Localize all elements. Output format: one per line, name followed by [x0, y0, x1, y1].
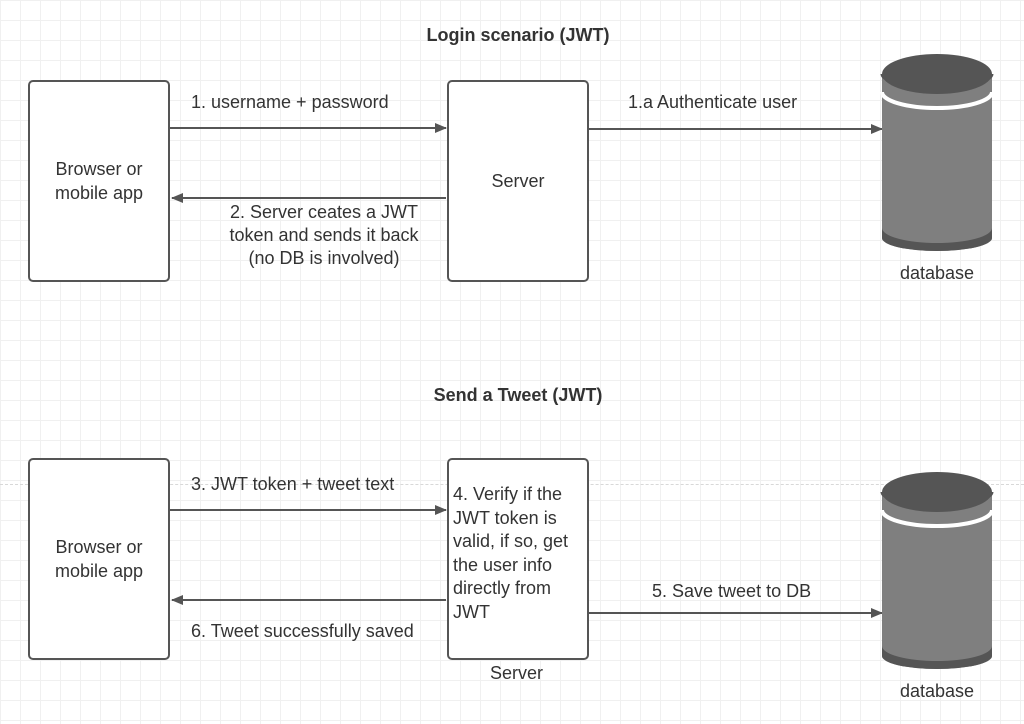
login-client-label: Browser or mobile app: [54, 159, 144, 203]
tweet-server-note: 4. Verify if the JWT token is valid, if …: [453, 484, 569, 622]
tweet-server-label: Server: [490, 663, 544, 683]
login-request-label: 1. username + password: [191, 92, 389, 112]
tweet-scenario-title: Send a Tweet (JWT): [433, 385, 603, 405]
tweet-database-icon: [880, 472, 994, 669]
tweet-client-label: Browser or mobile app: [54, 537, 144, 581]
login-authenticate-label: 1.a Authenticate user: [628, 92, 798, 112]
login-server-label: Server: [491, 171, 545, 191]
tweet-database-label: database: [899, 681, 975, 701]
login-scenario-title: Login scenario (JWT): [426, 25, 610, 45]
login-client-box: Browser or mobile app: [28, 80, 170, 282]
tweet-save-label: 5. Save tweet to DB: [652, 581, 812, 601]
tweet-response-label: 6. Tweet successfully saved: [191, 621, 414, 641]
login-database-label: database: [899, 263, 975, 283]
login-server-box: Server: [447, 80, 589, 282]
login-response-label: 2. Server ceates a JWT token and sends i…: [229, 202, 419, 268]
tweet-request-label: 3. JWT token + tweet text: [191, 474, 395, 494]
tweet-server-box: [447, 458, 589, 660]
login-database-icon: [880, 54, 994, 251]
tweet-client-box: Browser or mobile app: [28, 458, 170, 660]
